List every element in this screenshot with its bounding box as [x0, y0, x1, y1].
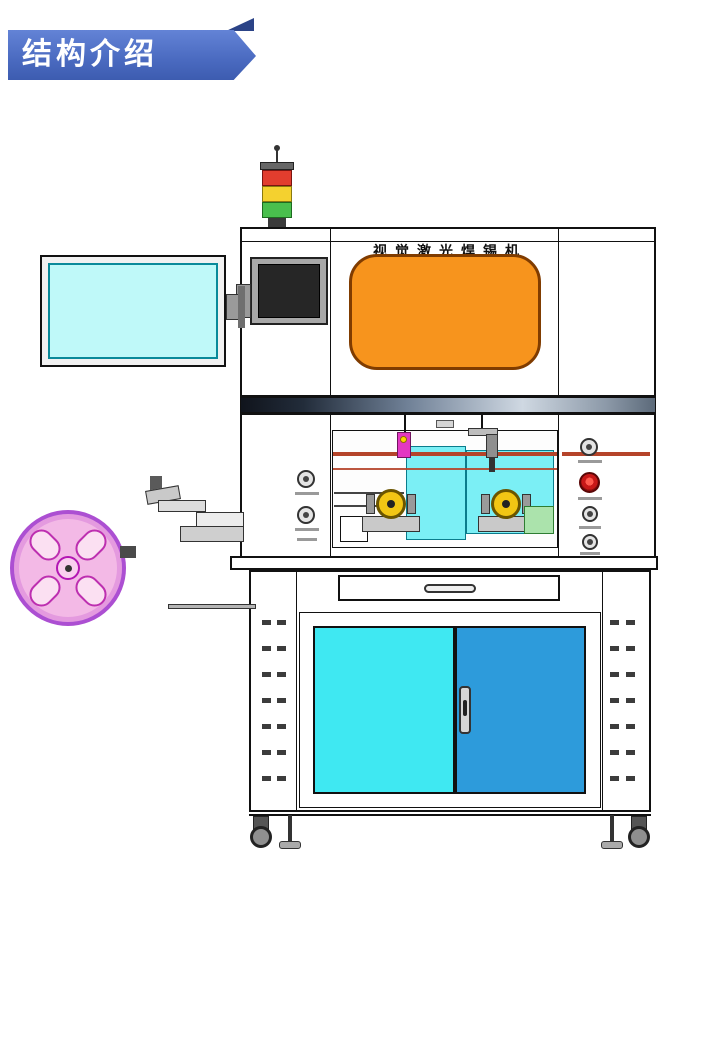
- feed-clamp: [436, 420, 454, 428]
- laser-rail-right: [562, 452, 650, 456]
- motor-cap: [366, 494, 375, 514]
- solder-head-bracket: [468, 428, 498, 436]
- cabinet-divider-right: [602, 570, 603, 812]
- motor-cap: [481, 494, 490, 514]
- leveling-foot-pad-left: [279, 841, 301, 849]
- solder-head-indicator: [400, 436, 407, 443]
- conveyor-base: [180, 526, 244, 542]
- upper-divider-right: [558, 227, 559, 397]
- tower-base: [268, 218, 286, 227]
- slide-title: 结构介绍: [22, 38, 158, 71]
- monitor-screen: [258, 264, 320, 318]
- reel-mount-block: [120, 546, 136, 558]
- control-knob: [582, 534, 598, 550]
- spool-motor-right: [491, 489, 521, 519]
- vent-slots: [262, 620, 271, 792]
- display-hinge: [238, 286, 245, 328]
- linear-slide-line-1: [334, 492, 404, 494]
- leveling-foot-rod-right: [610, 815, 614, 841]
- spool-motor-left: [376, 489, 406, 519]
- support-rod: [168, 604, 256, 609]
- leveling-foot-pad-right: [601, 841, 623, 849]
- slide-title-banner: 结构介绍: [8, 30, 256, 80]
- tower-antenna: [276, 150, 278, 163]
- vent-slots: [626, 620, 635, 792]
- reel-axle: [65, 565, 72, 572]
- signal-light-yellow: [262, 186, 292, 202]
- knob-label: [295, 528, 319, 531]
- solder-head-rod-1: [404, 414, 406, 434]
- mid-divider-right: [558, 413, 559, 558]
- control-knob: [297, 470, 315, 488]
- work-table-top: [230, 556, 658, 570]
- knob-label: [579, 526, 601, 529]
- knob-label: [578, 497, 602, 500]
- solder-tip: [489, 458, 495, 472]
- emergency-stop-button: [579, 472, 600, 493]
- upper-divider-left: [330, 227, 331, 397]
- hmi-display-screen: [48, 263, 218, 359]
- solder-head-rod-2: [481, 414, 483, 430]
- mid-divider-left: [330, 413, 331, 558]
- knob-label: [297, 538, 317, 541]
- vent-slots: [610, 620, 619, 792]
- signal-light-green: [262, 202, 292, 218]
- base-frame-line: [249, 814, 651, 816]
- upper-cabinet-line: [240, 241, 656, 242]
- control-knob: [580, 438, 598, 456]
- banner-fold-decoration: [226, 18, 254, 31]
- caster-wheel-left: [250, 826, 272, 848]
- leveling-foot-rod-left: [288, 815, 292, 841]
- laser-safety-window: [349, 254, 541, 370]
- control-knob: [582, 506, 598, 522]
- laser-rail-2: [333, 468, 557, 470]
- knob-label: [578, 460, 602, 463]
- motor-cap: [407, 494, 416, 514]
- cabinet-door-right: [455, 626, 586, 794]
- control-knob: [297, 506, 315, 524]
- green-fixture-block: [524, 506, 554, 534]
- solder-head-2: [486, 434, 498, 458]
- knob-label: [580, 552, 600, 555]
- laser-rail: [333, 452, 557, 456]
- tower-cap: [260, 162, 294, 170]
- signal-light-red: [262, 170, 292, 186]
- door-handle-slot: [463, 700, 467, 716]
- caster-wheel-right: [628, 826, 650, 848]
- cabinet-divider-left: [296, 570, 297, 812]
- knob-label: [295, 492, 319, 495]
- machine-divider-band: [240, 397, 656, 413]
- cabinet-door-left: [313, 626, 455, 794]
- tower-antenna-tip: [274, 145, 280, 151]
- vent-slots: [277, 620, 286, 792]
- drawer-handle: [424, 584, 476, 593]
- feeder-track: [158, 500, 206, 512]
